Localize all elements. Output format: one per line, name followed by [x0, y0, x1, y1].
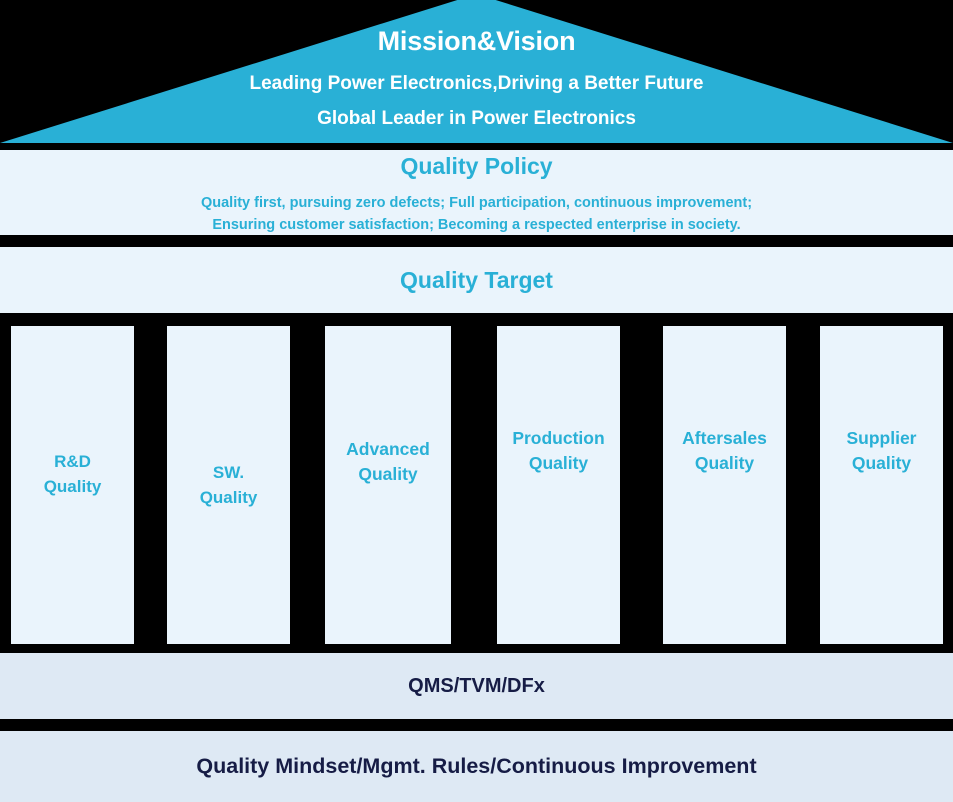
pillar-production-quality: Production Quality	[497, 326, 620, 644]
quality-policy-band: Quality Policy Quality first, pursuing z…	[0, 150, 953, 235]
foundation-mindset-text: Quality Mindset/Mgmt. Rules/Continuous I…	[196, 753, 757, 778]
pillar-aftersales-quality: Aftersales Quality	[663, 326, 786, 644]
quality-policy-line-1: Quality first, pursuing zero defects; Fu…	[200, 194, 753, 211]
foundation-qms-text: QMS/TVM/DFx	[408, 675, 545, 697]
foundation-band-qms: QMS/TVM/DFx	[0, 653, 953, 719]
pillar-sw-quality-line-2: Quality	[199, 487, 258, 507]
roof-triangle-icon	[0, 0, 953, 143]
quality-target-title: Quality Target	[400, 266, 553, 293]
pillar-rd-quality-line-2: Quality	[43, 476, 102, 496]
pillar-rd-quality: R&D Quality	[11, 326, 134, 644]
pillar-aftersales-quality-line-2: Quality	[694, 453, 755, 474]
pillar-sw-quality: SW. Quality	[167, 326, 290, 644]
pillar-sw-quality-line-1: SW.	[212, 463, 245, 482]
pillar-advanced-quality-line-2: Quality	[358, 464, 418, 485]
roof-section: Mission&Vision Leading Power Electronics…	[0, 0, 953, 144]
pillar-supplier-quality-line-2: Quality	[851, 453, 912, 474]
quality-policy-title: Quality Policy	[400, 152, 553, 179]
foundation-band-mindset: Quality Mindset/Mgmt. Rules/Continuous I…	[0, 731, 953, 802]
pillar-advanced-quality: Advanced Quality	[325, 326, 451, 644]
pillar-aftersales-quality-line-1: Aftersales	[682, 428, 767, 448]
pillar-production-quality-line-1: Production	[512, 428, 605, 448]
pillar-supplier-quality-line-1: Supplier	[846, 428, 917, 448]
pillar-rd-quality-line-1: R&D	[54, 452, 91, 471]
pillar-supplier-quality: Supplier Quality	[820, 326, 943, 644]
pillar-production-quality-line-2: Quality	[528, 453, 589, 474]
quality-target-band: Quality Target	[0, 247, 953, 313]
pillar-advanced-quality-line-1: Advanced	[346, 439, 430, 459]
pillars-row: R&D Quality SW. Quality Advanced Quality…	[0, 326, 953, 644]
quality-policy-line-2: Ensuring customer satisfaction; Becoming…	[212, 217, 741, 233]
